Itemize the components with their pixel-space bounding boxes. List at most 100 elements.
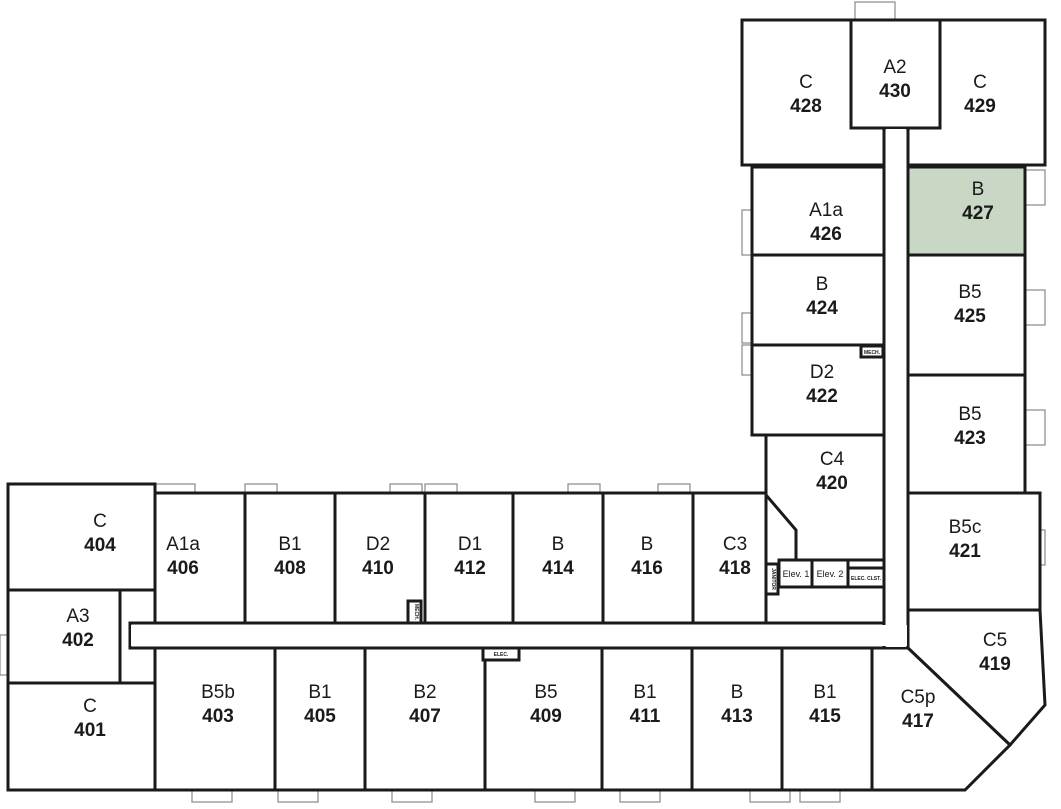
- unit-number-label: 414: [542, 558, 574, 579]
- unit-number-label: 402: [62, 630, 94, 651]
- elevator-2[interactable]: [810, 558, 850, 589]
- unit-number-label: 405: [304, 706, 336, 727]
- elec-closet: [846, 566, 886, 589]
- unit-414[interactable]: B 414: [511, 491, 605, 625]
- unit-type-label: C3: [723, 534, 747, 555]
- unit-number-label: 423: [954, 428, 986, 449]
- elevator-2-label: Elev. 2: [817, 569, 844, 579]
- unit-number-label: 417: [902, 711, 934, 732]
- unit-number-label: 411: [630, 706, 661, 727]
- unit-number-label: 425: [954, 306, 986, 327]
- janitor-label: JANITOR: [770, 568, 776, 590]
- unit-type-label: B5: [958, 282, 981, 303]
- unit-type-label: C5: [983, 630, 1007, 651]
- unit-type-label: B1: [308, 682, 331, 703]
- unit-type-label: A2: [883, 57, 906, 78]
- unit-number-label: 428: [790, 96, 822, 117]
- window-bay: [854, 1, 896, 21]
- unit-427[interactable]: B 427: [906, 165, 1027, 257]
- unit-number-label: 418: [719, 558, 751, 579]
- unit-number-label: 422: [806, 386, 838, 407]
- unit-number-label: 416: [631, 558, 663, 579]
- unit-number-label: 408: [274, 558, 306, 579]
- window-bay: [619, 789, 661, 803]
- window-bay: [749, 789, 791, 803]
- unit-type-label: A1a: [809, 200, 843, 221]
- mech-room-lower: [406, 599, 423, 625]
- unit-number-label: 426: [810, 224, 842, 245]
- service-rooms: Elev. 1 Elev. 2 ELEC. CLST. JANITOR MECH…: [406, 344, 886, 662]
- unit-424[interactable]: B 424: [750, 253, 886, 347]
- unit-type-label: A3: [66, 606, 89, 627]
- unit-number-label: 406: [167, 558, 199, 579]
- unit-number-label: 420: [816, 473, 848, 494]
- corridor-fill-v: [886, 129, 906, 647]
- window-bay: [391, 789, 433, 803]
- unit-number-label: 419: [979, 654, 1011, 675]
- unit-type-label: B1: [633, 682, 656, 703]
- unit-type-label: B5b: [201, 682, 235, 703]
- unit-number-label: 401: [74, 720, 106, 741]
- unit-type-label: B: [816, 274, 829, 295]
- window-bay: [1024, 289, 1046, 326]
- elec-room: [481, 646, 521, 662]
- window-bay: [277, 789, 319, 803]
- unit-number-label: 427: [962, 203, 994, 224]
- window-bay: [534, 789, 576, 803]
- unit-type-label: B: [552, 534, 565, 555]
- window-bay: [1024, 409, 1046, 446]
- unit-type-label: C: [83, 696, 97, 717]
- unit-number-label: 410: [362, 558, 394, 579]
- unit-type-label: D2: [810, 362, 834, 383]
- unit-number-label: 424: [806, 298, 838, 319]
- unit-type-label: B2: [413, 682, 436, 703]
- unit-type-label: B1: [278, 534, 301, 555]
- window-bay: [191, 789, 233, 803]
- window-bay: [1024, 169, 1046, 206]
- window-bay: [799, 789, 841, 803]
- unit-number-label: 403: [202, 706, 234, 727]
- unit-type-label: B5: [958, 404, 981, 425]
- unit-type-label: B: [972, 179, 985, 200]
- unit-type-label: C4: [820, 449, 845, 470]
- unit-outline[interactable]: [6, 482, 157, 592]
- mech-upper-label: MECH.: [864, 350, 881, 356]
- unit-number-label: 430: [879, 81, 911, 102]
- unit-type-label: B1: [813, 682, 836, 703]
- unit-number-label: 429: [964, 96, 996, 117]
- unit-type-label: C5p: [901, 687, 936, 708]
- unit-number-label: 409: [530, 706, 562, 727]
- elec-label: ELEC.: [494, 652, 509, 658]
- unit-number-label: 404: [84, 535, 116, 556]
- unit-number-label: 421: [949, 541, 981, 562]
- unit-number-label: 412: [454, 558, 486, 579]
- elec-closet-label: ELEC. CLST.: [851, 576, 882, 582]
- unit-401[interactable]: C 401: [6, 681, 157, 792]
